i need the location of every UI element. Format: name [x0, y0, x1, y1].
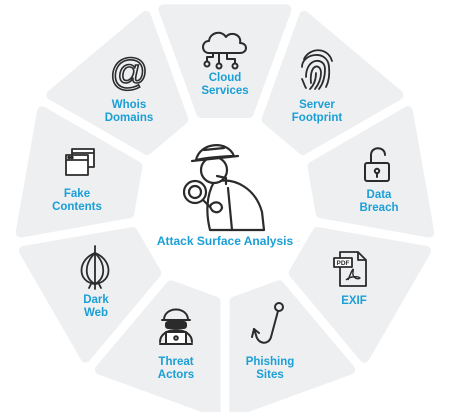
- open-padlock-icon: [364, 147, 390, 182]
- segment-breach: [307, 106, 435, 238]
- svg-text:@: @: [110, 52, 149, 94]
- segment-label-exif: EXIF: [341, 295, 367, 307]
- fishing-hook-icon: [251, 302, 284, 344]
- segment-phishing: [229, 280, 356, 417]
- hacker-laptop-icon: [159, 308, 193, 345]
- detective-icon: [182, 144, 266, 232]
- segment-darkweb: [18, 227, 162, 363]
- segment-cloud: [158, 4, 292, 118]
- cloud-network-icon: [202, 31, 247, 70]
- segment-exif: [288, 227, 432, 363]
- pdf-file-icon: PDF: [333, 251, 367, 287]
- center-title: Attack Surface Analysis: [156, 234, 294, 248]
- segment-whois: [46, 10, 189, 155]
- fingerprint-icon: [301, 49, 333, 90]
- segment-server: [261, 10, 404, 155]
- onion-icon: [80, 245, 110, 290]
- svg-text:PDF: PDF: [337, 260, 350, 267]
- browser-windows-icon: [65, 148, 95, 176]
- at-sign-icon: @: [109, 51, 149, 95]
